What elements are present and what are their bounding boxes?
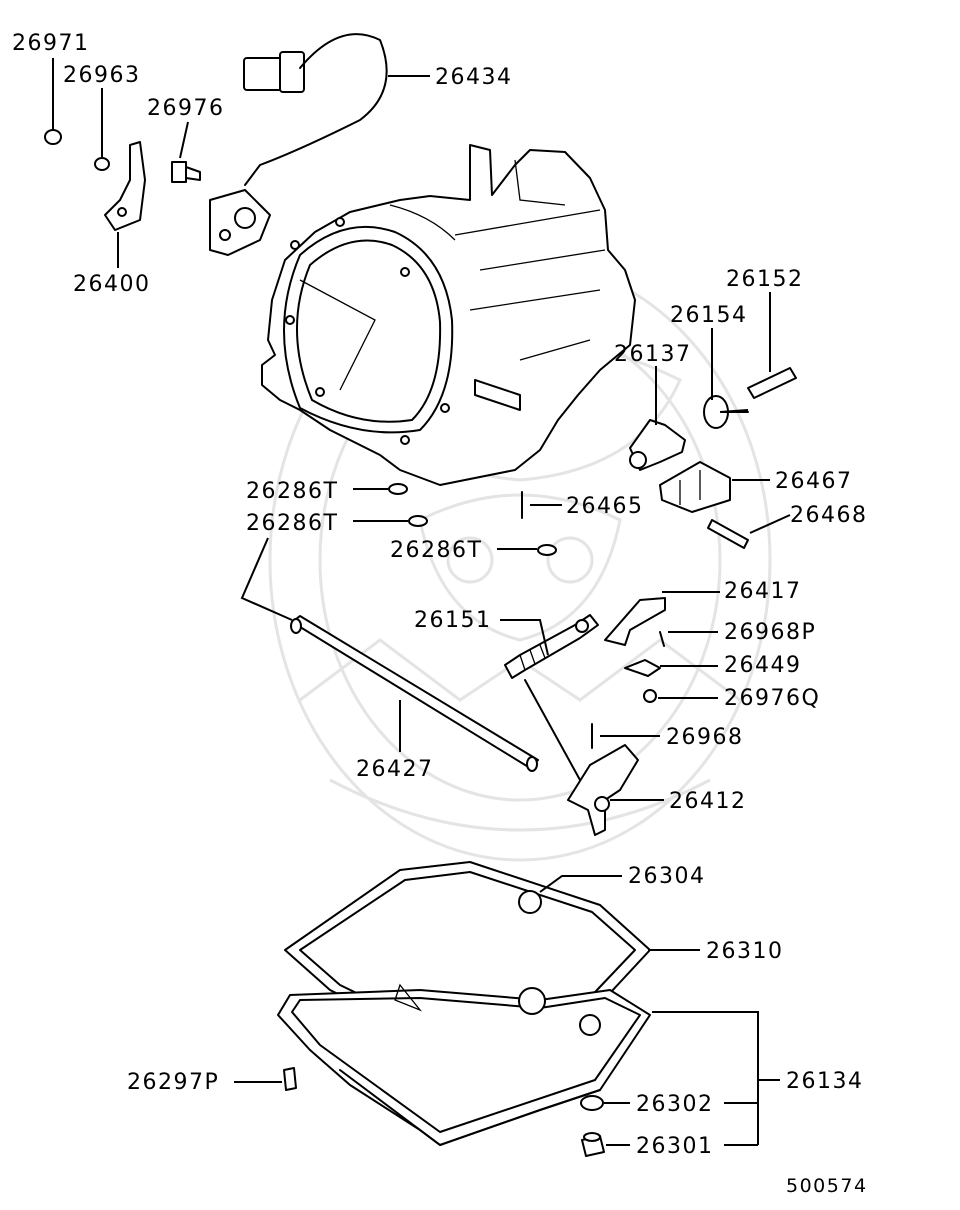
label-26304: 26304 (628, 864, 706, 889)
label-26963: 26963 (63, 63, 141, 88)
label-26151: 26151 (414, 608, 492, 633)
label-26286T-c: 26286T (390, 538, 482, 563)
label-26465: 26465 (566, 494, 644, 519)
transmission-housing (261, 144, 636, 486)
label-26968: 26968 (666, 725, 744, 750)
label-26134: 26134 (786, 1069, 864, 1094)
control-linkage (504, 597, 666, 836)
detent-parts (629, 367, 797, 549)
label-26417: 26417 (724, 579, 802, 604)
label-26976: 26976 (147, 96, 225, 121)
label-26301: 26301 (636, 1134, 714, 1159)
label-26400: 26400 (73, 272, 151, 297)
label-26310: 26310 (706, 939, 784, 964)
o-rings (388, 483, 557, 556)
label-26302: 26302 (636, 1092, 714, 1117)
diagram-id: 500574 (786, 1175, 868, 1197)
inhibitor-switch-26434 (209, 33, 388, 256)
label-26286T-b: 26286T (246, 511, 338, 536)
label-26468: 26468 (790, 503, 868, 528)
label-26427: 26427 (356, 757, 434, 782)
part-labels: 26971 26963 26976 26434 26400 26152 2615… (12, 31, 868, 1197)
manual-control-shaft-26427 (290, 615, 539, 772)
label-26971: 26971 (12, 31, 90, 56)
drain-plug-parts (283, 1067, 605, 1157)
label-26449: 26449 (724, 653, 802, 678)
label-26976Q: 26976Q (724, 686, 820, 711)
label-26434: 26434 (435, 65, 513, 90)
label-26137: 26137 (614, 342, 692, 367)
label-26154: 26154 (670, 303, 748, 328)
label-26297P: 26297P (127, 1070, 219, 1095)
label-26152: 26152 (726, 267, 804, 292)
oil-pan-26134 (277, 983, 651, 1146)
label-26968P: 26968P (724, 620, 816, 645)
leader-lines (52, 58, 791, 1146)
label-26467: 26467 (775, 469, 853, 494)
label-26286T-a: 26286T (246, 479, 338, 504)
label-26412: 26412 (669, 789, 747, 814)
small-fasteners (44, 129, 201, 231)
